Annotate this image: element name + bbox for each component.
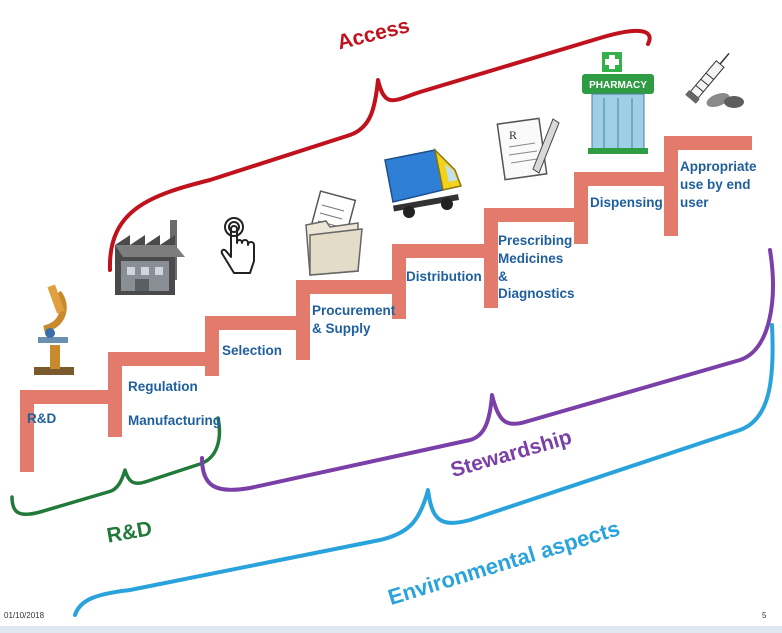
step-label-dispensing: Dispensing [590, 195, 663, 210]
environmental-brace [73, 323, 775, 617]
staircase [20, 136, 752, 472]
step-label-prescribing: Prescribing Medicines & Diagnostics [498, 233, 575, 302]
access-brace [107, 28, 652, 272]
step-label-procurement: Procurement & Supply [312, 303, 396, 336]
syringe-pills-icon [685, 52, 744, 108]
step-rnd [20, 390, 110, 472]
prescription-icon: R [496, 117, 560, 181]
step-regulation-manufacturing [108, 352, 206, 437]
step-distribution [392, 244, 484, 319]
stewardship-brace [200, 248, 775, 492]
step-label-selection: Selection [222, 343, 283, 358]
touch-hand-icon [220, 217, 255, 274]
documents-icon [305, 190, 363, 276]
step-prescribing [484, 208, 574, 308]
slide-bottom-bar [0, 626, 782, 633]
factory-icon [115, 220, 185, 295]
step-procurement [296, 280, 392, 360]
pharmacy-sign-text: PHARMACY [589, 80, 647, 91]
rnd-brace [10, 416, 222, 517]
microscope-icon [34, 284, 74, 375]
truck-icon [384, 147, 463, 218]
pharmacy-icon: PHARMACY [582, 52, 654, 154]
step-label-distribution: Distribution [406, 269, 482, 284]
step-dispensing [574, 172, 666, 244]
footer-date: 01/10/2018 [4, 611, 45, 620]
step-label-rnd: R&D [27, 411, 57, 426]
step-label-manufacturing: Manufacturing [128, 413, 221, 428]
step-label-regulation: Regulation [128, 379, 198, 394]
svg-text:R: R [509, 128, 517, 142]
step-appropriate-use [664, 136, 752, 236]
step-label-appropriate-use: Appropriate use by end user [680, 159, 757, 210]
footer-page-number: 5 [762, 611, 767, 620]
